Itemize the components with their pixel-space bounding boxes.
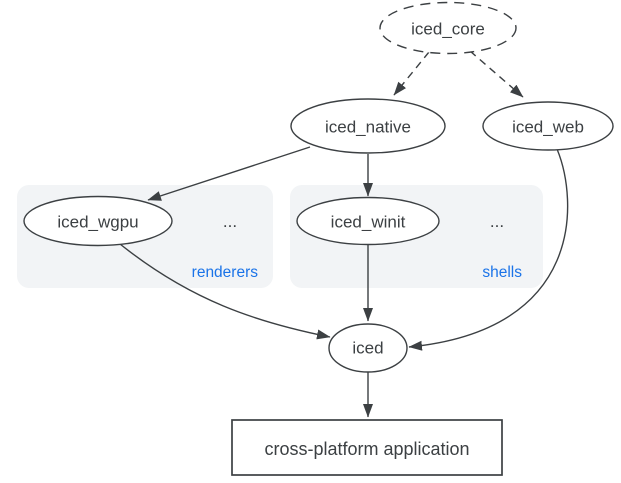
- group-label-renderers: renderers: [192, 264, 259, 281]
- node-label-iced-native: iced_native: [325, 118, 411, 137]
- node-label-iced-wgpu: iced_wgpu: [57, 213, 138, 232]
- node-iced-native: [290, 98, 446, 154]
- edge-wgpu-to-iced: [119, 243, 331, 340]
- node-label-iced-winit: iced_winit: [331, 213, 406, 232]
- edge-native-to-wgpu: [147, 146, 311, 201]
- node-iced-wgpu: [23, 195, 173, 247]
- shells-ellipsis-label: ...: [490, 212, 504, 231]
- edge-core-to-native: [393, 51, 430, 96]
- node-label-iced-web: iced_web: [512, 118, 584, 137]
- node-iced-web: [482, 101, 614, 151]
- edge-core-to-web: [469, 50, 524, 98]
- node-iced-core: [379, 1, 517, 55]
- node-iced-winit: [296, 196, 440, 246]
- node-label-iced: iced: [352, 339, 383, 358]
- node-cross-platform-application: [231, 419, 503, 476]
- edge-web-to-iced: [408, 148, 569, 351]
- node-label-cross-platform-application: cross-platform application: [264, 439, 469, 459]
- renderers-ellipsis-label: ...: [223, 212, 237, 231]
- node-iced: [328, 323, 408, 373]
- group-label-shells: shells: [482, 264, 522, 281]
- node-label-iced-core: iced_core: [411, 20, 485, 39]
